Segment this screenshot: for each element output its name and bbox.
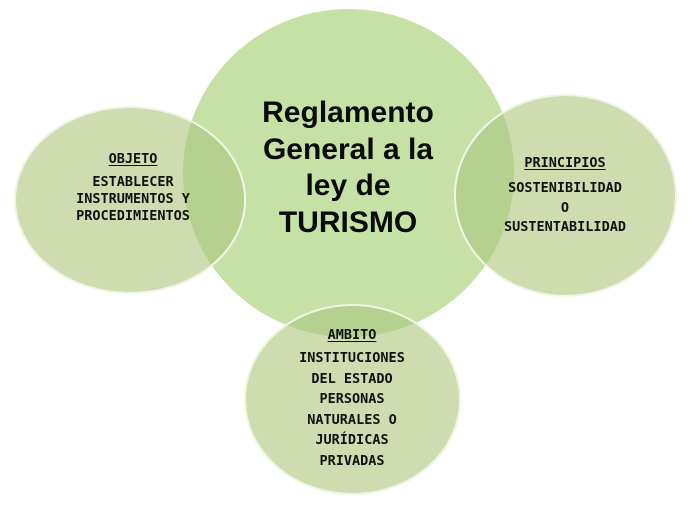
center-title: Reglamento General a la ley de TURISMO bbox=[198, 95, 498, 241]
center-title-line: TURISMO bbox=[278, 205, 418, 239]
ambito-heading: AMBITO bbox=[327, 327, 377, 343]
ambito-line: INSTITUCIONES bbox=[299, 350, 405, 366]
principios-line: O bbox=[560, 200, 570, 216]
principios-line: SOSTENIBILIDAD bbox=[508, 180, 622, 196]
objeto-node: OBJETO ESTABLECER INSTRUMENTOS Y PROCEDI… bbox=[48, 148, 218, 225]
ambito-line: JURÍDICAS bbox=[315, 432, 389, 448]
principios-line: SUSTENTABILIDAD bbox=[504, 219, 626, 235]
ambito-line: PERSONAS bbox=[319, 391, 385, 407]
center-circle bbox=[183, 9, 514, 337]
ambito-line: PRIVADAS bbox=[319, 452, 385, 469]
objeto-line: PROCEDIMIENTOS bbox=[76, 208, 190, 224]
center-title-line: Reglamento bbox=[262, 96, 434, 129]
objeto-line: INSTRUMENTOS Y bbox=[76, 191, 190, 207]
ambito-line: NATURALES O bbox=[307, 411, 397, 428]
ambito-node: AMBITO INSTITUCIONES DEL ESTADO PERSONAS… bbox=[272, 324, 432, 471]
center-title-line: ley de bbox=[305, 169, 391, 202]
principios-node: PRINCIPIOS SOSTENIBILIDAD O SUSTENTABILI… bbox=[480, 152, 650, 237]
principios-heading: PRINCIPIOS bbox=[524, 155, 606, 171]
objeto-heading: OBJETO bbox=[108, 151, 158, 167]
ambito-line: DEL ESTADO bbox=[311, 370, 393, 387]
objeto-line: ESTABLECER bbox=[92, 174, 174, 190]
center-title-line: General a la bbox=[262, 132, 434, 166]
